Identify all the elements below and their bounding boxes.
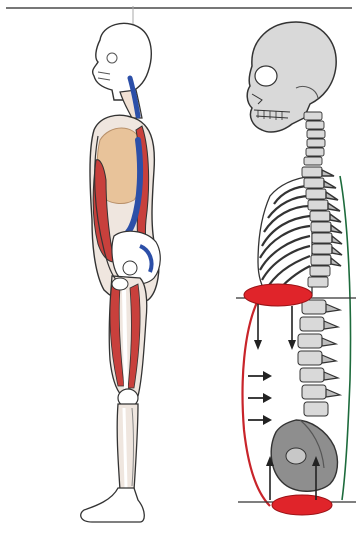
shin: [117, 404, 138, 490]
cervical-vertebrae: [304, 112, 325, 165]
right-arrow-2: [248, 393, 272, 403]
lumbar-processes: [322, 304, 340, 397]
skull-eye-socket: [255, 66, 277, 86]
foot: [81, 488, 145, 522]
diaphragm: [244, 284, 312, 306]
right-arrow-3: [248, 415, 272, 425]
head: [93, 23, 152, 100]
hip-socket: [286, 448, 306, 464]
standing-body: [81, 23, 161, 522]
back-outline: [340, 176, 351, 500]
down-arrow-left: [254, 304, 262, 350]
skeleton-spine: [236, 22, 356, 515]
tibia: [124, 408, 126, 488]
abdominal-pressure-line: [243, 300, 270, 506]
pelvic-floor: [272, 495, 332, 515]
right-arrow-1: [248, 371, 272, 381]
hand: [112, 278, 128, 290]
hip-joint: [123, 261, 137, 275]
down-arrow-right: [288, 306, 296, 350]
femur: [124, 290, 126, 390]
